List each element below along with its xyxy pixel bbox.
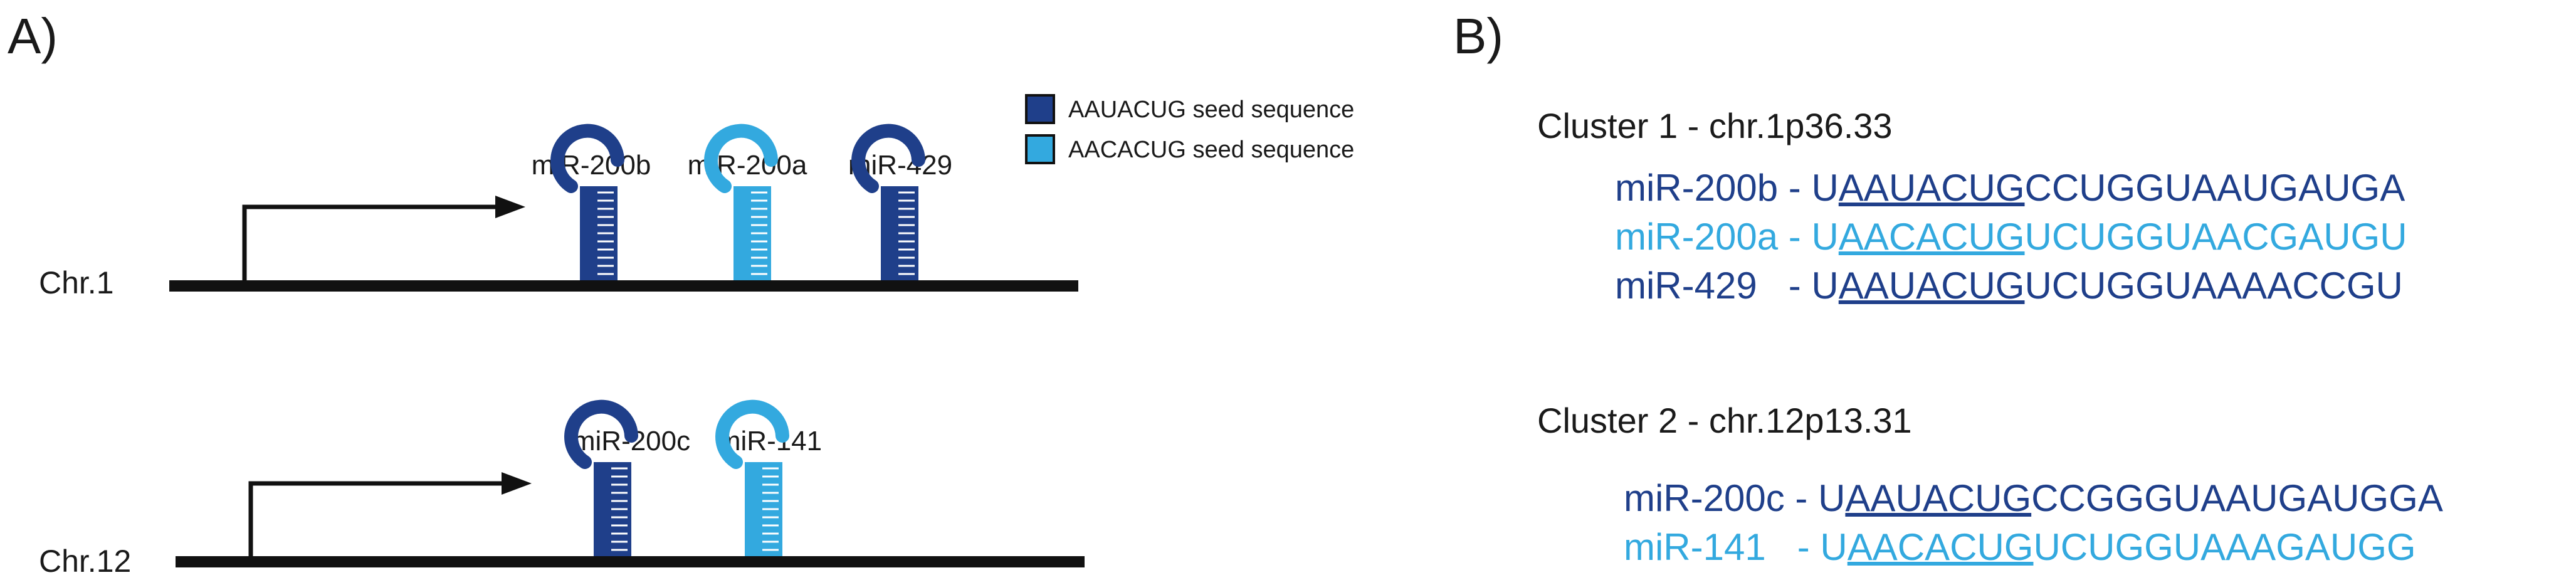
mirna-label: miR-141 [718, 426, 822, 456]
hairpin-mir-200a-icon [704, 124, 778, 280]
hairpin-mir-200c-icon [564, 399, 638, 556]
seq-suffix: CCUGGUAAUGAUGA [2025, 167, 2405, 209]
legend-label-aacacug: AACACUG seed sequence [1068, 137, 1354, 163]
chromosome-12-track: Chr.12 miR-200c miR-141 [39, 399, 1085, 579]
arrowhead-icon [495, 196, 525, 218]
panel-a-label: A) [8, 8, 58, 64]
chromosome-1-label: Chr.1 [39, 265, 114, 300]
hairpin-mir-429-icon [851, 124, 925, 280]
seq-separator: - [1778, 216, 1811, 258]
hairpin-loop [851, 124, 925, 193]
panel-b-label: B) [1453, 8, 1503, 64]
legend: AAUACUG seed sequence AACACUG seed seque… [1025, 94, 1354, 164]
hairpin-loop [704, 124, 778, 193]
sequence-row-mir-141: miR-141 - UAACACUGUCUGGUAAAGAUGG [1624, 526, 2416, 568]
seed-sequence: AAUACUG [1839, 265, 2025, 307]
seq-name: miR-200b [1615, 167, 1778, 209]
hairpin-mir-141-icon [715, 399, 789, 556]
hairpin-mir-200b-icon [550, 124, 624, 280]
cluster-1-title: Cluster 1 - chr.1p36.33 [1537, 106, 1893, 145]
chromosome-12-label: Chr.12 [39, 544, 131, 579]
legend-swatch-aacacug [1025, 134, 1055, 164]
sequence-row-mir-200a: miR-200a - UAACACUGUCUGGUAACGAUGU [1615, 216, 2407, 258]
seq-separator: - [1778, 167, 1811, 209]
arrowhead-icon [502, 472, 532, 495]
promoter-arrow-icon [242, 204, 495, 280]
seq-prefix: U [1820, 526, 1847, 568]
seq-name: miR-200c [1624, 477, 1785, 519]
seq-suffix: UCUGGUAACGAUGU [2025, 216, 2407, 258]
seq-separator: - [1785, 477, 1818, 519]
chromosome-1-track: Chr.1 miR-200b miR-200a miR-429 [39, 124, 1078, 300]
seq-separator: - [1766, 526, 1821, 568]
seq-prefix: U [1811, 216, 1838, 258]
seq-separator: - [1757, 265, 1812, 307]
seq-name: miR-141 [1624, 526, 1766, 568]
seq-prefix: U [1818, 477, 1845, 519]
sequence-row-mir-429: miR-429 - UAAUACUGUCUGGUAAAACCGU [1615, 265, 2403, 307]
seq-suffix: CCGGGUAAUGAUGGA [2031, 477, 2443, 519]
hairpin-loop [715, 399, 789, 469]
seq-name: miR-200a [1615, 216, 1779, 258]
promoter-arrow-icon [248, 481, 502, 556]
seed-sequence: AAUACUG [1839, 167, 2025, 209]
hairpin-loop [564, 399, 638, 469]
seed-sequence: AAUACUG [1845, 477, 2031, 519]
seq-prefix: U [1811, 167, 1838, 209]
mirna-label: miR-200b [532, 150, 651, 181]
seq-name: miR-429 [1615, 265, 1757, 307]
seq-suffix: UCUGGUAAAGAUGG [2033, 526, 2416, 568]
seq-suffix: UCUGGUAAAACCGU [2024, 265, 2402, 307]
legend-label-aauacug: AAUACUG seed sequence [1068, 97, 1354, 123]
legend-swatch-aauacug [1025, 94, 1055, 124]
seed-sequence: AACACUG [1839, 216, 2025, 258]
sequence-row-mir-200b: miR-200b - UAAUACUGCCUGGUAAUGAUGA [1615, 167, 2405, 209]
hairpin-loop [550, 124, 624, 193]
seq-prefix: U [1811, 265, 1838, 307]
cluster-2-title: Cluster 2 - chr.12p13.31 [1537, 401, 1912, 440]
seed-sequence: AACACUG [1848, 526, 2034, 568]
sequence-row-mir-200c: miR-200c - UAAUACUGCCGGGUAAUGAUGGA [1624, 477, 2443, 519]
